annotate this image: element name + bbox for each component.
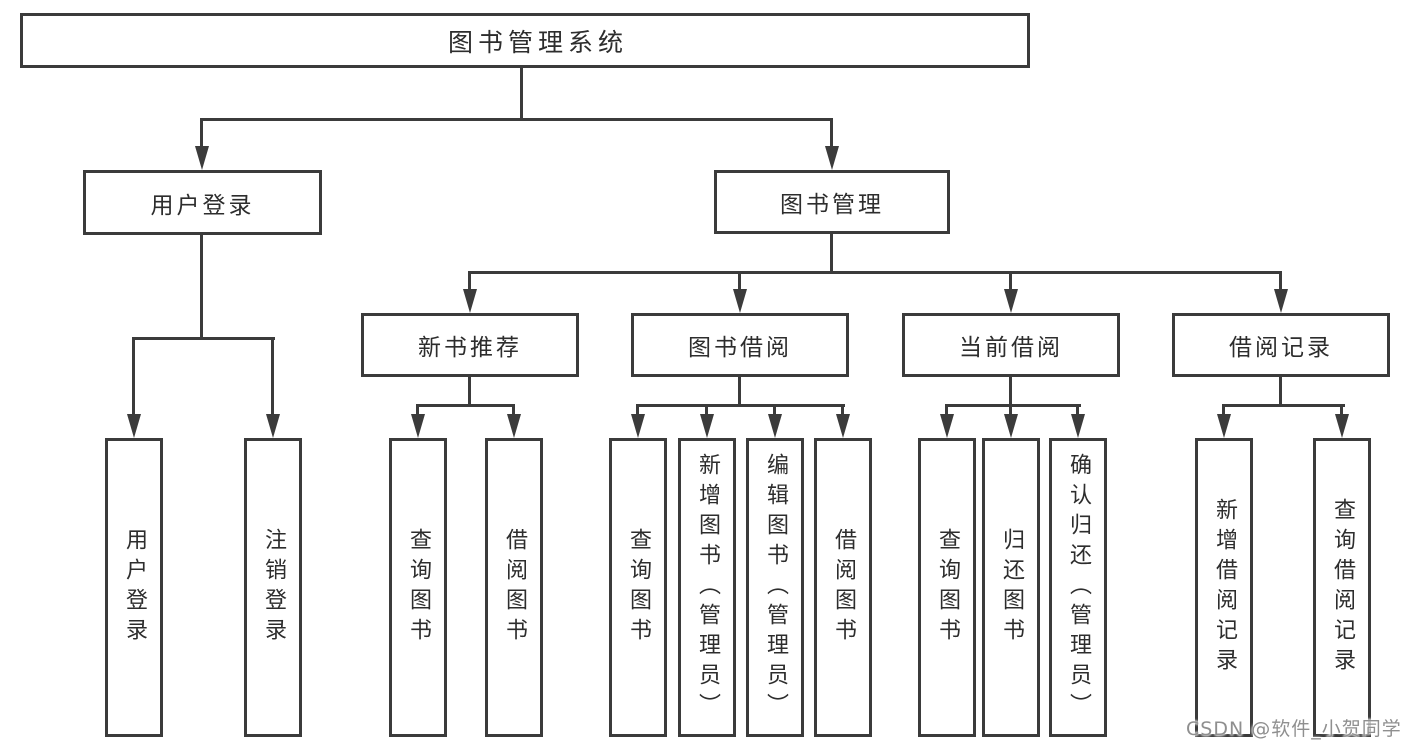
connector-arrowhead [1004,289,1018,313]
leaf-label: 注销登录 [261,527,286,648]
leaf-label: 查询图书 [935,527,960,648]
connector-line [132,337,275,340]
node-new-book-recommendation: 新书推荐 [361,313,579,377]
connector-line [468,271,471,293]
leaf-label: 归还图书 [999,527,1024,648]
connector-line [945,404,948,416]
connector-line [1222,404,1345,407]
leaf-query-books-borrow: 查询图书 [609,438,667,737]
connector-line [1279,271,1282,293]
node-book-borrowing: 图书借阅 [631,313,849,377]
leaf-label: 借阅图书 [502,527,527,648]
connector-arrowhead [1071,414,1085,438]
node-user-login: 用户登录 [83,170,322,235]
connector-arrowhead [631,414,645,438]
node-borrowing-records: 借阅记录 [1172,313,1390,377]
leaf-query-borrow-record: 查询借阅记录 [1313,438,1371,737]
node-current-borrowing: 当前借阅 [902,313,1120,377]
connector-line [416,404,515,407]
connector-line [705,404,708,416]
connector-line [945,404,1081,407]
connector-line [468,377,471,407]
connector-line [636,404,845,407]
connector-arrowhead [1335,414,1349,438]
leaf-label: 查询图书 [406,527,431,648]
leaf-label: 借阅图书 [831,527,856,648]
connector-line [738,271,741,293]
node-root: 图书管理系统 [20,13,1030,68]
node-book-management: 图书管理 [714,170,950,234]
leaf-user-login: 用户登录 [105,438,163,737]
leaf-label: 编辑图书（管理员） [763,452,788,723]
leaf-label: 查询借阅记录 [1330,497,1355,678]
connector-line [1340,404,1343,416]
connector-arrowhead [195,146,209,170]
connector-line [1279,377,1282,407]
connector-arrowhead [127,414,141,438]
leaf-label: 新增图书（管理员） [695,452,720,723]
connector-line [830,118,833,149]
connector-arrowhead [825,146,839,170]
leaf-label: 确认归还（管理员） [1066,452,1091,723]
connector-line [200,118,833,121]
leaf-logout: 注销登录 [244,438,302,737]
connector-line [1222,404,1225,416]
connector-arrowhead [266,414,280,438]
csdn-watermark: CSDN @软件_小贺同学 [1186,718,1402,740]
connector-line [468,271,1282,274]
connector-arrowhead [836,414,850,438]
connector-arrowhead [733,289,747,313]
leaf-add-borrow-record: 新增借阅记录 [1195,438,1253,737]
leaf-query-books-recommend: 查询图书 [389,438,447,737]
connector-line [520,68,523,121]
connector-line [830,234,833,274]
connector-arrowhead [507,414,521,438]
connector-arrowhead [940,414,954,438]
connector-line [738,377,741,407]
connector-arrowhead [700,414,714,438]
connector-line [271,337,274,416]
connector-line [636,404,639,416]
leaf-label: 新增借阅记录 [1212,497,1237,678]
connector-arrowhead [1217,414,1231,438]
leaf-confirm-return-admin: 确认归还（管理员） [1049,438,1107,737]
leaf-add-books-admin: 新增图书（管理员） [678,438,736,737]
connector-line [1076,404,1079,416]
connector-arrowhead [768,414,782,438]
leaf-borrow-books: 借阅图书 [814,438,872,737]
connector-line [1009,271,1012,293]
leaf-label: 查询图书 [626,527,651,648]
connector-line [1009,377,1012,407]
connector-arrowhead [1004,414,1018,438]
connector-line [1009,404,1012,416]
leaf-edit-books-admin: 编辑图书（管理员） [746,438,804,737]
connector-line [200,118,203,149]
leaf-return-books: 归还图书 [982,438,1040,737]
connector-line [200,235,203,340]
connector-line [841,404,844,416]
leaf-label: 用户登录 [122,527,147,648]
connector-line [773,404,776,416]
connector-line [132,337,135,416]
connector-arrowhead [463,289,477,313]
connector-line [512,404,515,416]
connector-arrowhead [411,414,425,438]
connector-line [416,404,419,416]
leaf-borrow-books-recommend: 借阅图书 [485,438,543,737]
leaf-query-books-current: 查询图书 [918,438,976,737]
connector-arrowhead [1274,289,1288,313]
